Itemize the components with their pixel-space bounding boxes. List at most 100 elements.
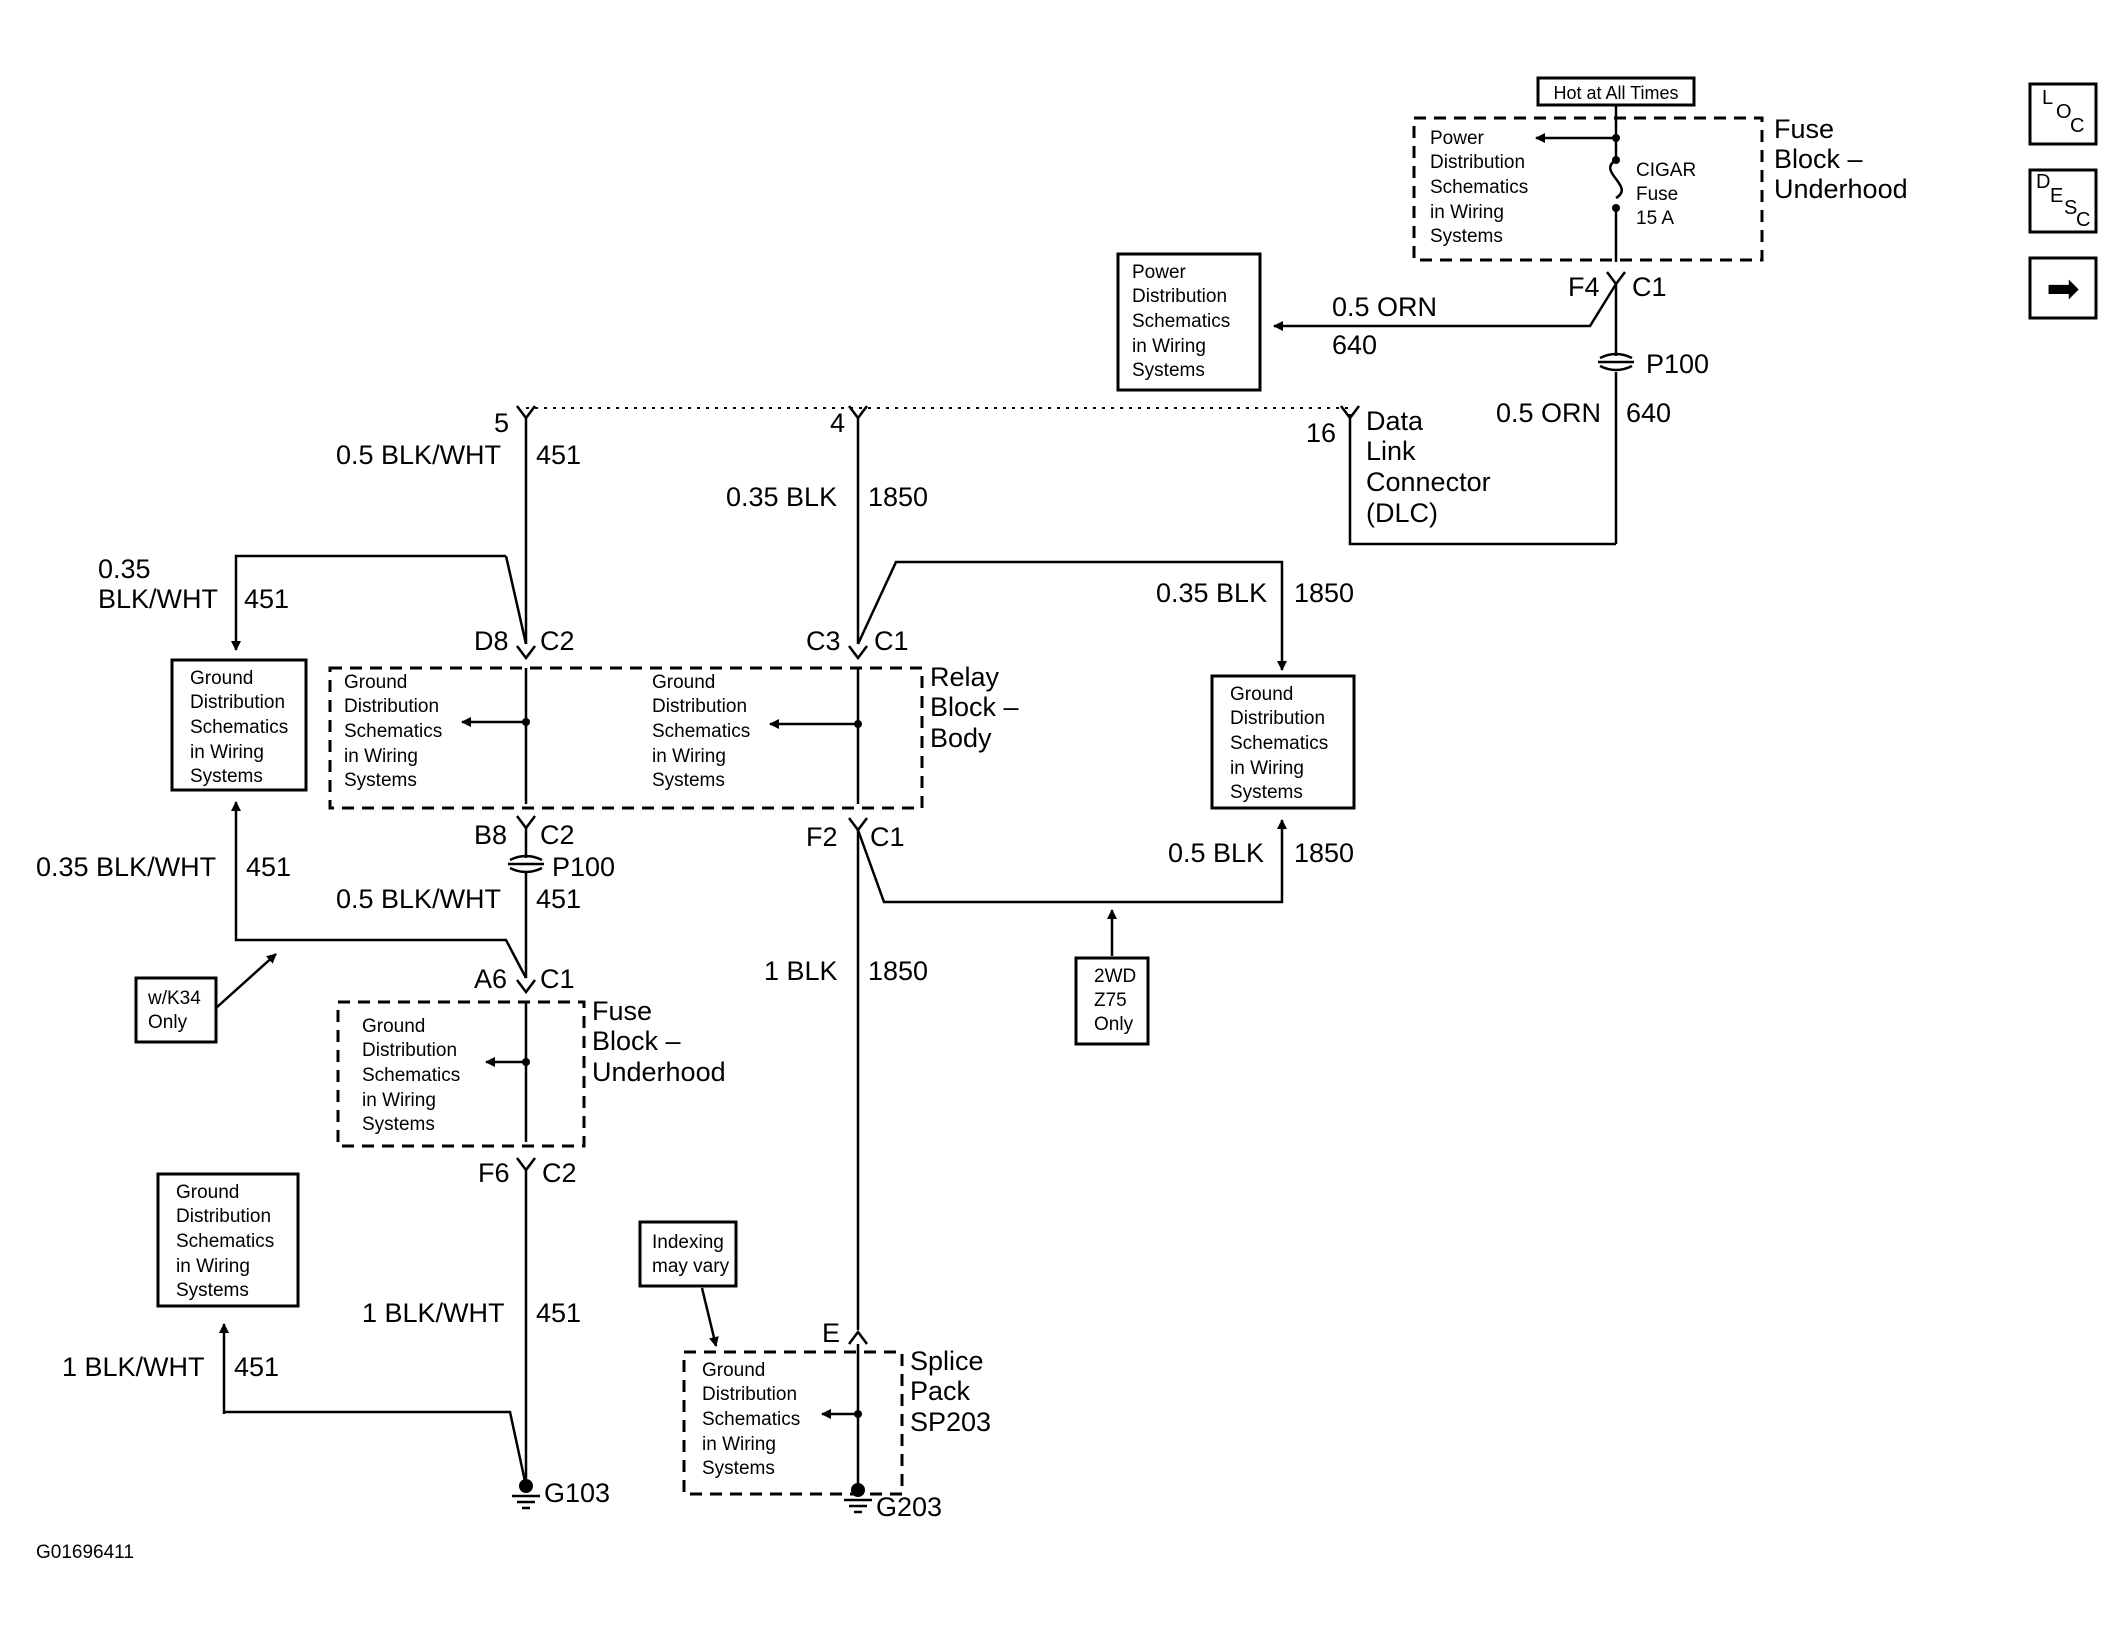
wire-label-451-bottom: 451	[536, 1298, 581, 1328]
svg-text:C1: C1	[1632, 272, 1667, 302]
inline-p100-right: P100	[1598, 349, 1709, 379]
svg-text:Systems: Systems	[362, 1114, 435, 1135]
wire-label-451-mid: 451	[536, 884, 581, 914]
wire-451-branch-left	[231, 554, 506, 651]
connector-a6-c1: A6 C1	[474, 964, 575, 995]
svg-text:C2: C2	[540, 626, 575, 656]
relay-block-name-2: Block –	[930, 692, 1019, 722]
svg-text:Schematics: Schematics	[1230, 733, 1328, 754]
wire-1850-z75-branch	[856, 819, 1287, 904]
wire-label-1850-z75: 1850	[1294, 838, 1354, 868]
wire-label-orn-05-b: 0.5 ORN	[1496, 398, 1601, 428]
ground-distribution-ref-box-left[interactable]: Ground Distribution Schematics in Wiring…	[170, 658, 308, 792]
wire-label-blkwht: BLK/WHT	[98, 584, 218, 614]
wire-451-join-d8	[504, 555, 528, 645]
svg-text:in Wiring: in Wiring	[1132, 336, 1206, 357]
svg-text:w/K34: w/K34	[147, 988, 201, 1009]
fuse-block-name-2: Block –	[1774, 144, 1863, 174]
connector-b8-c2: B8 C2	[474, 815, 575, 850]
svg-text:Distribution: Distribution	[1230, 708, 1325, 729]
wire-label-451-lower: 451	[246, 852, 291, 882]
desc-button[interactable]: D E S C	[2028, 168, 2098, 234]
wire-label-blkwht-1: 1 BLK/WHT	[362, 1298, 505, 1328]
svg-text:Systems: Systems	[652, 770, 725, 791]
dlc-name-3: Connector	[1366, 467, 1491, 497]
svg-text:F4: F4	[1568, 272, 1600, 302]
wire-label-blk-1: 1 BLK	[764, 956, 838, 986]
wire-label-blk-035-right: 0.35 BLK	[1156, 578, 1267, 608]
svg-text:L: L	[2042, 87, 2053, 109]
fuse-block-underhood-top	[1412, 116, 1764, 262]
svg-text:Ground: Ground	[652, 672, 715, 693]
ground-distribution-ref-box-bottom-left[interactable]: Ground Distribution Schematics in Wiring…	[156, 1172, 300, 1308]
relay-block-name-1: Relay	[930, 662, 1000, 692]
splice-pack-name-1: Splice	[910, 1346, 984, 1376]
svg-text:Z75: Z75	[1094, 990, 1127, 1011]
svg-text:in Wiring: in Wiring	[702, 1434, 776, 1455]
relay-block-body-outline	[328, 666, 924, 810]
next-button[interactable]: ➡	[2028, 256, 2098, 320]
svg-text:Ground: Ground	[702, 1360, 765, 1381]
svg-text:4: 4	[830, 408, 845, 438]
connector-f2-c1: F2 C1	[806, 817, 905, 852]
ground-distribution-ref-box-right[interactable]: Ground Distribution Schematics in Wiring…	[1210, 674, 1356, 810]
connector-f4-c1: F4 C1	[1568, 271, 1667, 302]
svg-text:Systems: Systems	[1430, 226, 1503, 247]
fuse-block-lower-name-1: Fuse	[592, 996, 652, 1026]
wire-label-451-left: 451	[234, 1352, 279, 1382]
svg-text:P100: P100	[1646, 349, 1709, 379]
svg-text:G203: G203	[876, 1492, 942, 1522]
svg-text:F6: F6	[478, 1158, 510, 1188]
splice-pack-name-2: Pack	[910, 1376, 971, 1406]
note-2wd-z75-only: 2WD Z75 Only	[1074, 909, 1150, 1046]
svg-text:Schematics: Schematics	[702, 1409, 800, 1430]
svg-text:S: S	[2064, 197, 2077, 219]
svg-text:CIGAR: CIGAR	[1636, 160, 1696, 181]
svg-text:Ground: Ground	[176, 1182, 239, 1203]
svg-text:D: D	[2036, 171, 2050, 193]
splice-pack-name-3: SP203	[910, 1407, 991, 1437]
loc-button[interactable]: L O C	[2028, 82, 2098, 146]
svg-text:Hot at All Times: Hot at All Times	[1553, 83, 1678, 103]
wire-to-dlc-pin16	[1348, 414, 1616, 546]
wire-label-blkwht-05-mid: 0.5 BLK/WHT	[336, 884, 501, 914]
svg-text:Fuse: Fuse	[1636, 184, 1678, 205]
svg-text:Systems: Systems	[1132, 360, 1205, 381]
svg-text:in Wiring: in Wiring	[1430, 202, 1504, 223]
svg-text:Distribution: Distribution	[176, 1206, 271, 1227]
svg-text:Distribution: Distribution	[362, 1040, 457, 1061]
svg-text:G103: G103	[544, 1478, 610, 1508]
connector-e: E	[822, 1318, 868, 1348]
connector-c3-c1: C3 C1	[806, 626, 909, 661]
dlc-pins: 5 4 16	[494, 405, 1360, 448]
svg-text:C1: C1	[874, 626, 909, 656]
svg-text:Distribution: Distribution	[1132, 286, 1227, 307]
svg-text:Systems: Systems	[1230, 782, 1303, 803]
connector-d8-c2: D8 C2	[474, 626, 575, 661]
svg-text:Distribution: Distribution	[702, 1384, 797, 1405]
svg-text:P100: P100	[552, 852, 615, 882]
wire-1-blkwht-to-g103	[224, 1410, 528, 1487]
svg-text:in Wiring: in Wiring	[362, 1090, 436, 1111]
svg-text:Distribution: Distribution	[344, 696, 439, 717]
svg-text:in Wiring: in Wiring	[176, 1256, 250, 1277]
svg-text:Systems: Systems	[190, 766, 263, 787]
svg-text:D8: D8	[474, 626, 509, 656]
diagram-id: G01696411	[36, 1542, 134, 1563]
wire-orn-640-branch	[1273, 283, 1618, 331]
wire-label-451-branch: 451	[244, 584, 289, 614]
wire-label-640-b: 640	[1626, 398, 1671, 428]
svg-text:C: C	[2070, 115, 2084, 137]
svg-text:Schematics: Schematics	[190, 717, 288, 738]
power-distribution-ref-box[interactable]: Power Distribution Schematics in Wiring …	[1116, 252, 1262, 392]
svg-text:C2: C2	[542, 1158, 577, 1188]
wire-label-1850-top: 1850	[868, 482, 928, 512]
svg-text:2WD: 2WD	[1094, 966, 1136, 987]
ground-g203: G203	[844, 1483, 942, 1522]
hot-at-all-times-tag: Hot at All Times	[1536, 76, 1696, 107]
wire-label-blkwht-035-lower: 0.35 BLK/WHT	[36, 852, 216, 882]
svg-text:F2: F2	[806, 822, 838, 852]
svg-text:Systems: Systems	[176, 1280, 249, 1301]
svg-text:Schematics: Schematics	[344, 721, 442, 742]
